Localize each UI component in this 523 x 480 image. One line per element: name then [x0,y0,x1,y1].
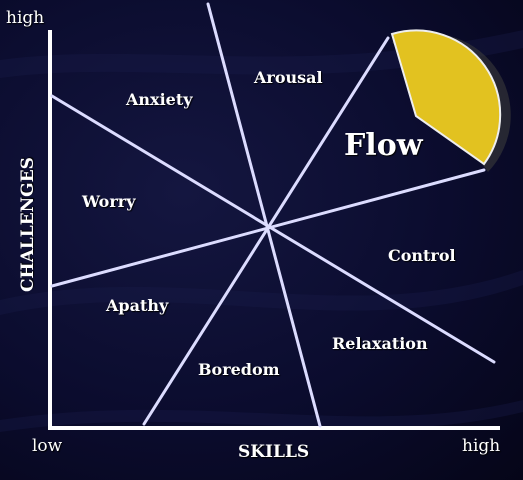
region-control: Control [388,246,456,265]
region-worry: Worry [82,192,136,211]
line-arousal-boundary [206,2,322,428]
line-anxiety-boundary [50,94,496,364]
line-flow-lower [50,168,486,288]
y-axis-title: CHALLENGES [18,157,38,292]
region-arousal: Arousal [254,68,323,87]
x-high-label: high [462,436,501,456]
region-flow: Flow [344,128,423,163]
line-flow-upper [142,36,390,426]
region-apathy: Apathy [106,296,169,315]
background-stripes [0,30,523,432]
region-relaxation: Relaxation [332,334,428,353]
y-high-label: high [6,8,45,28]
x-axis-title: SKILLS [238,442,310,462]
region-boredom: Boredom [198,360,280,379]
flow-wedge-fill [390,29,502,166]
region-anxiety: Anxiety [126,90,193,109]
x-low-label: low [32,436,63,456]
